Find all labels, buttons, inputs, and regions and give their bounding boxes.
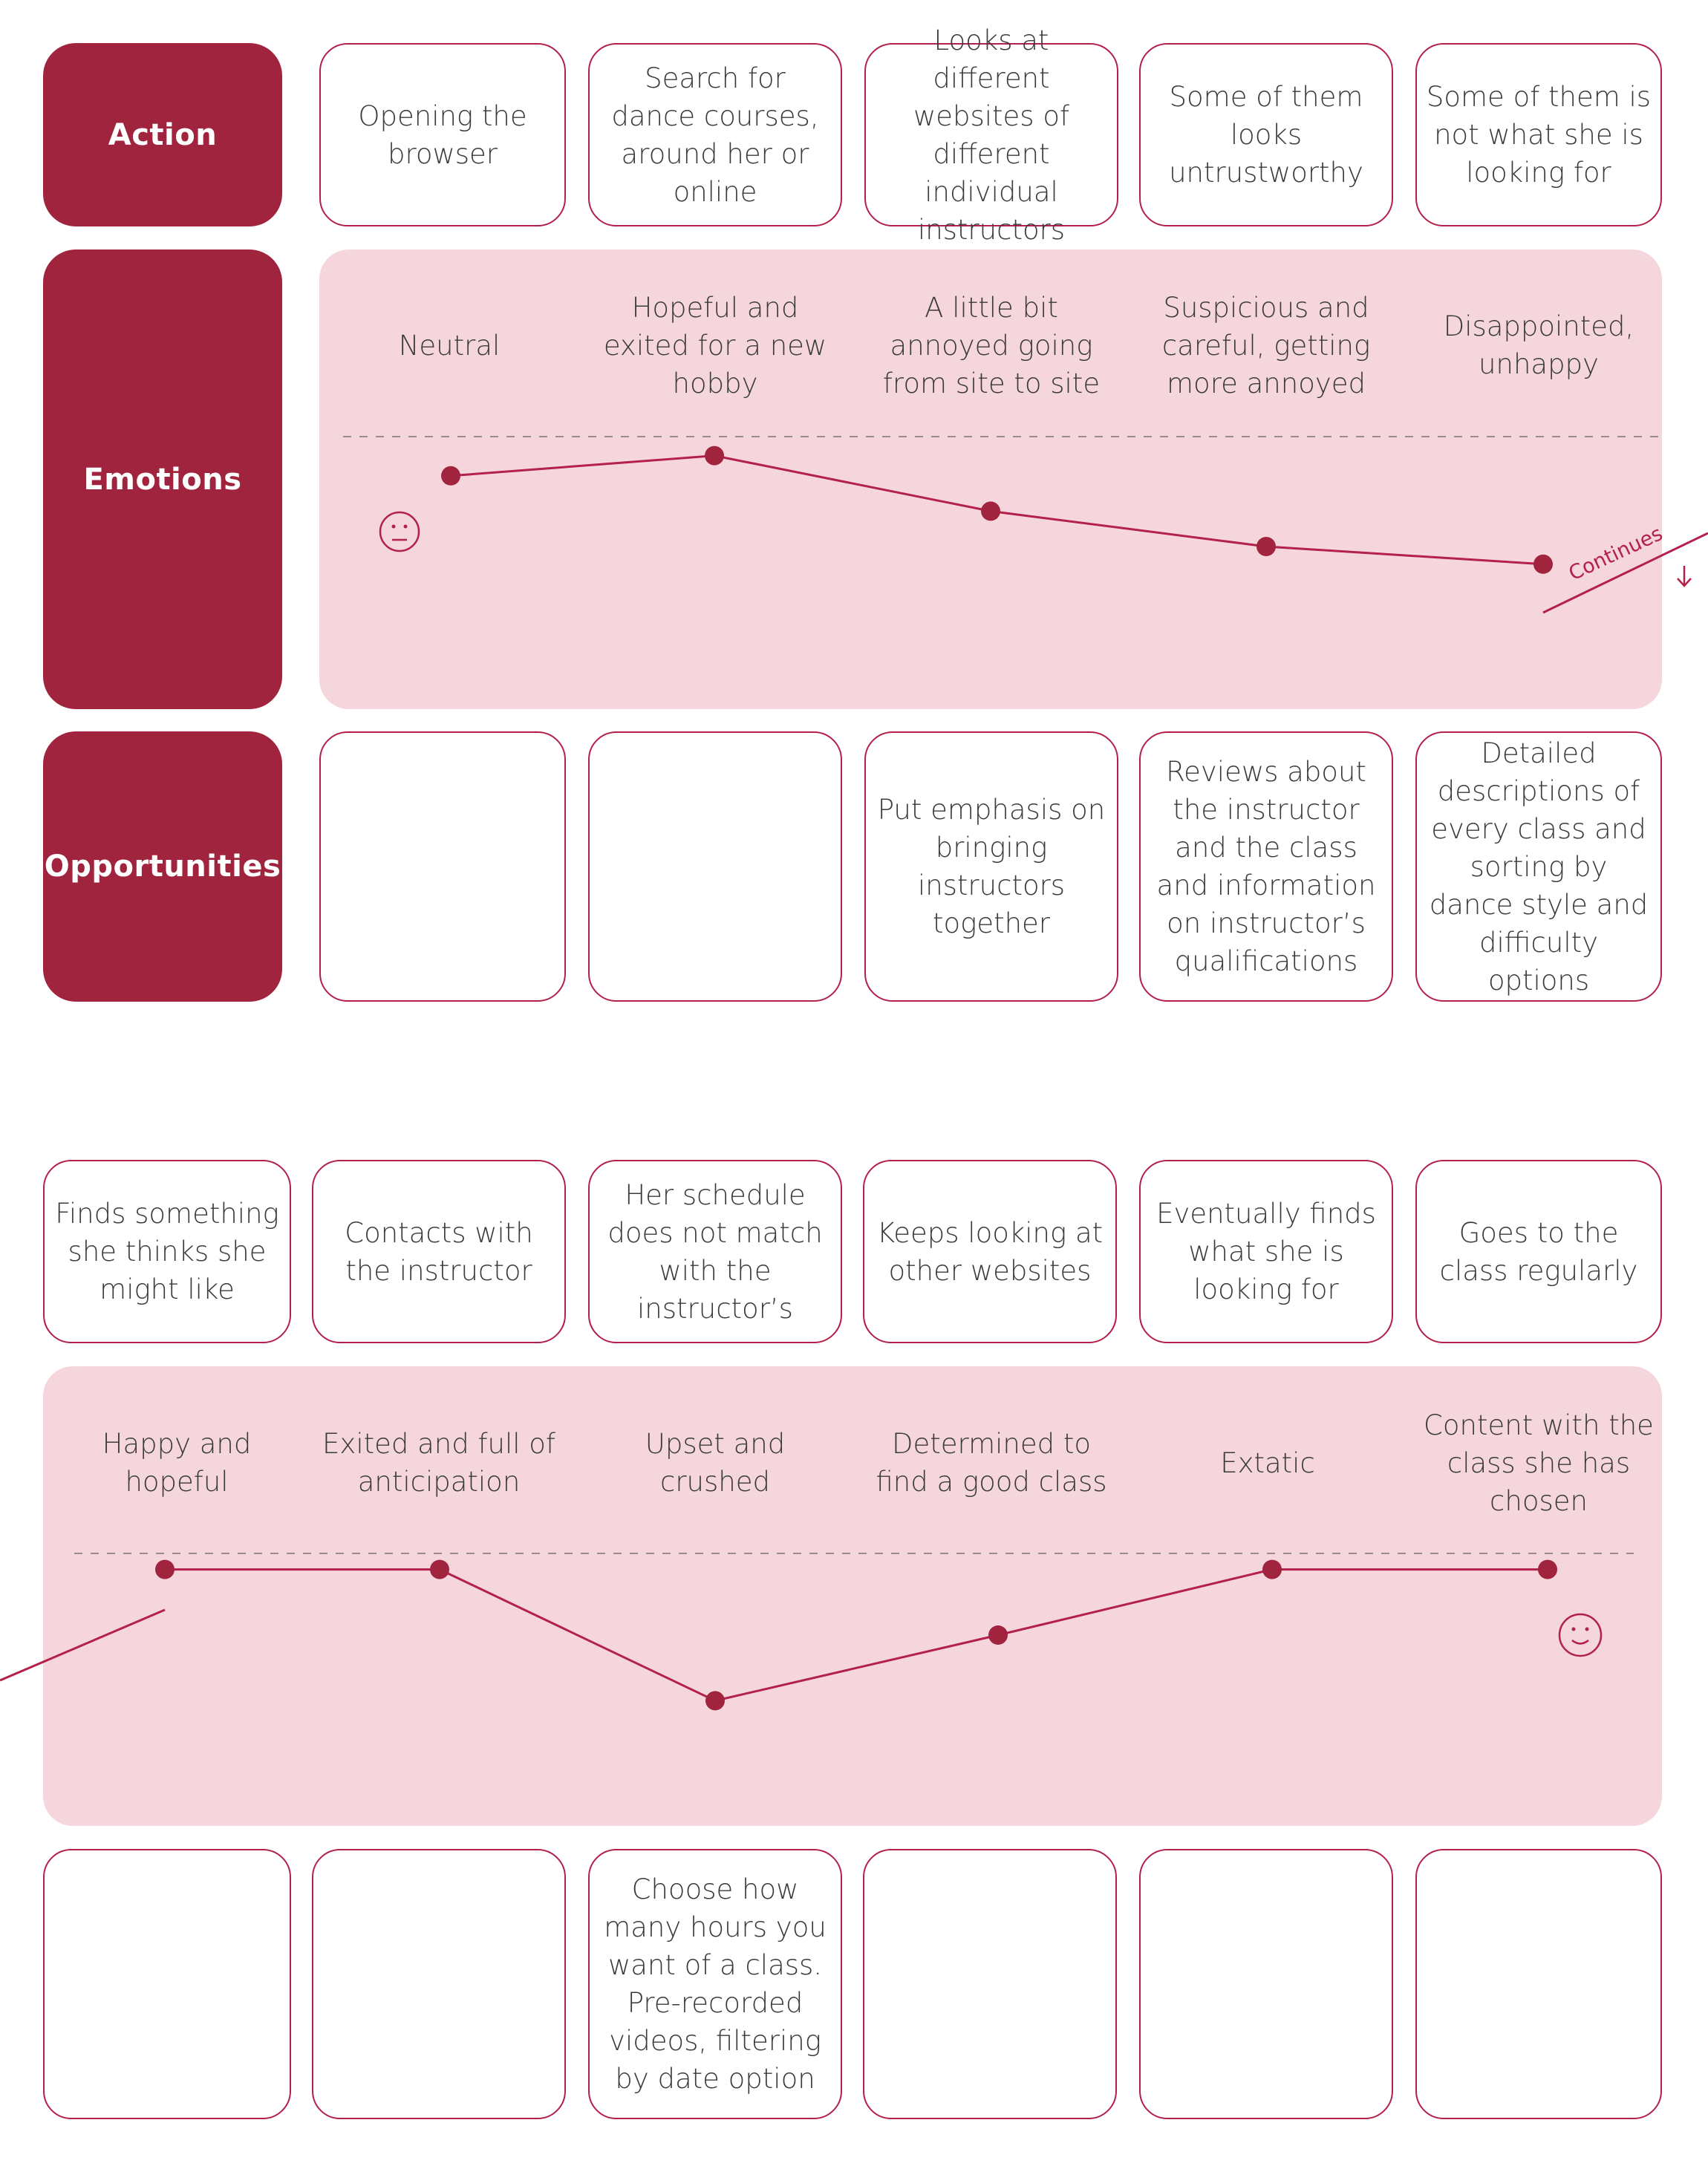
emotion-text: Exited and full of anticipation <box>322 1428 555 1498</box>
emotions-panel <box>319 249 1662 709</box>
action-card: Goes to the class regularly <box>1415 1160 1662 1343</box>
continues-line <box>0 1608 166 1682</box>
emotions-panel <box>43 1366 1662 1826</box>
neutral-face-icon <box>379 511 420 552</box>
emotion-point <box>155 1559 175 1579</box>
action-card: Keeps looking at other websites <box>863 1160 1117 1343</box>
arrow-down-icon <box>1677 566 1692 587</box>
emotion-point <box>430 1559 449 1579</box>
opportunity-card <box>1415 1849 1662 2119</box>
emotion-text: Disappointed, unhappy <box>1443 310 1634 380</box>
row-label-emotions: Emotions <box>43 249 282 709</box>
emotion-text: Determined to find a good class <box>876 1428 1107 1498</box>
row-label-action: Action <box>43 43 282 226</box>
opportunity-card: Choose how many hours you want of a clas… <box>588 1849 842 2119</box>
opportunity-card: Put emphasis on bringing instructors tog… <box>864 731 1118 1002</box>
opportunity-card <box>319 731 566 1002</box>
opportunity-card: Reviews about the instructor and the cla… <box>1139 731 1393 1002</box>
opportunity-card <box>312 1849 566 2119</box>
opportunity-card: Detailed descriptions of every class and… <box>1415 731 1662 1002</box>
emotion-point <box>1262 1559 1282 1579</box>
emotion-point <box>441 466 460 486</box>
action-card: Some of them is not what she is looking … <box>1415 43 1662 226</box>
action-card: Search for dance courses, around her or … <box>588 43 842 226</box>
opportunity-card <box>43 1849 291 2119</box>
action-card: Opening the browser <box>319 43 566 226</box>
action-card: Finds something she thinks she might lik… <box>43 1160 291 1343</box>
emotion-point <box>705 1691 725 1711</box>
opportunity-card <box>588 731 842 1002</box>
row-label-opportunities: Opportunities <box>43 731 282 1002</box>
emotion-point <box>988 1625 1008 1645</box>
emotion-text: A little bit annoyed going from site to … <box>882 291 1101 399</box>
emotion-point <box>1256 537 1276 556</box>
emotion-point <box>1533 554 1553 574</box>
action-card: Eventually finds what she is looking for <box>1139 1160 1393 1343</box>
emotion-text: Neutral <box>398 329 501 362</box>
smiling-face-icon <box>1558 1613 1603 1657</box>
emotion-text: Hopeful and exited for a new hobby <box>603 291 827 399</box>
opportunity-card <box>1139 1849 1393 2119</box>
continues-label: Continues <box>1565 522 1666 585</box>
emotion-text: Upset and crushed <box>645 1428 786 1498</box>
opportunity-card <box>863 1849 1117 2119</box>
action-card: Her schedule does not match with the ins… <box>588 1160 842 1343</box>
emotion-text: Extatic <box>1220 1446 1315 1479</box>
continues-line <box>1542 532 1708 614</box>
emotion-text: Suspicious and careful, getting more ann… <box>1161 291 1371 399</box>
emotion-point <box>705 446 724 466</box>
action-card: Some of them looks untrustworthy <box>1139 43 1393 226</box>
emotion-curve <box>165 1568 1548 1702</box>
emotion-point <box>981 501 1000 521</box>
emotion-point <box>1538 1559 1557 1579</box>
emotion-text: Content with the class she has chosen <box>1424 1409 1654 1517</box>
emotion-text: Happy and hopeful <box>102 1428 252 1498</box>
action-card: Contacts with the instructor <box>312 1160 566 1343</box>
